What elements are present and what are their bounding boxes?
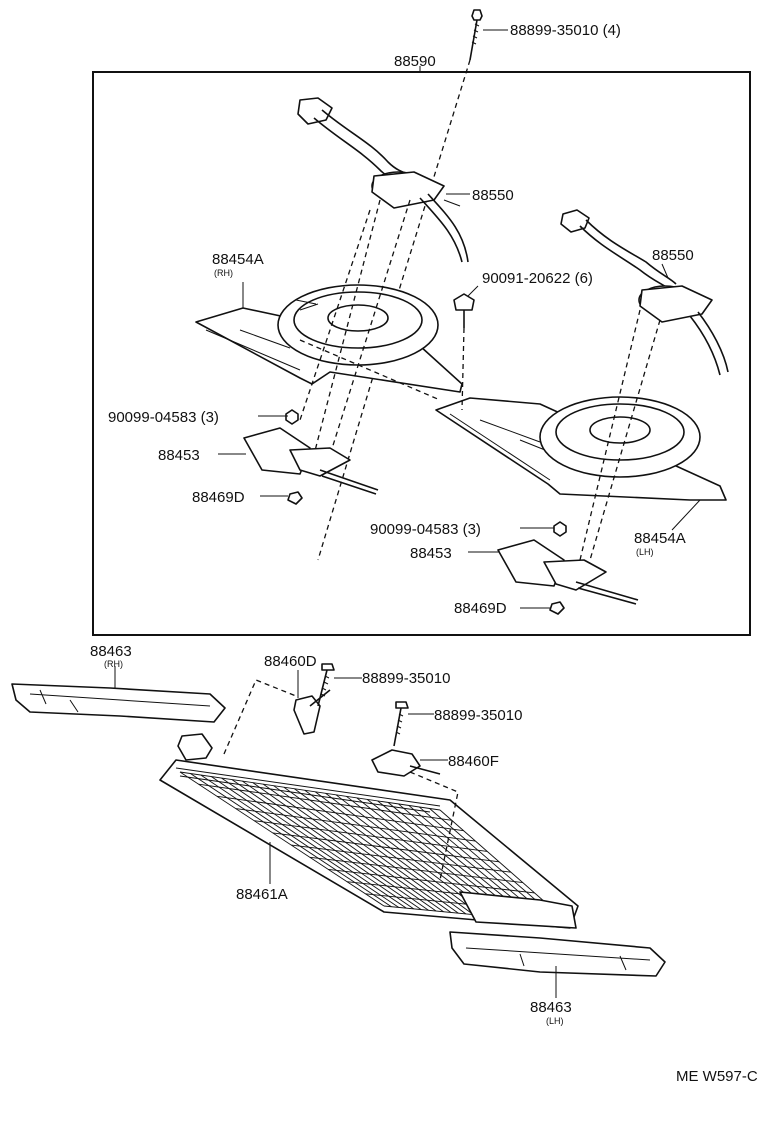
label-clip-rh: 88469D [192, 489, 245, 506]
evaporator-fin-cross [254, 820, 488, 852]
label-case-lh-sub: (LH) [636, 547, 654, 557]
blower-case-lh-part [435, 396, 727, 501]
guide-line-motor-rh-c [299, 209, 371, 421]
guide-line-motor-lh-b [589, 319, 661, 561]
label-case-rh: 88454A [212, 251, 264, 268]
bracket-lh-part [449, 931, 666, 977]
bolt-top-part [469, 9, 483, 61]
label-bolt-f: 88899-35010 [434, 707, 522, 724]
evaporator-fin-cross [235, 808, 476, 842]
clip-rh-part [287, 491, 303, 505]
evaporator-fin [231, 779, 422, 910]
assembly-frame [92, 71, 751, 636]
evaporator-fin [262, 783, 444, 913]
evaporator-fin [179, 771, 385, 907]
fan-rh-part [243, 427, 379, 495]
evaporator-fin [190, 773, 392, 908]
evaporator-fin [294, 788, 467, 915]
evaporator-fin [304, 789, 474, 916]
label-fan-lh: 88453 [410, 545, 452, 562]
bolt-f-part [393, 701, 409, 747]
evaporator-part [159, 733, 579, 929]
fan-lh-part [497, 539, 639, 605]
sensor-f-part [371, 749, 441, 777]
blower-case-rh-part [195, 284, 463, 393]
guide-line-motor-lh-a [579, 309, 641, 561]
guide-line-evap-right [409, 771, 459, 881]
evaporator-fin-cross [291, 844, 511, 873]
label-bracket-lh: 88463 [530, 999, 572, 1016]
label-sensor-d: 88460D [264, 653, 317, 670]
label-bolt-d: 88899-35010 [362, 670, 450, 687]
label-motor-rh: 88550 [472, 187, 514, 204]
evaporator-fin [200, 774, 400, 908]
label-case-lh: 88454A [634, 530, 686, 547]
screw3-rh-part [285, 409, 299, 425]
evaporator-fin-cross [309, 856, 523, 883]
motor-rh-part [297, 97, 469, 263]
evaporator-fin [210, 776, 407, 909]
evaporator-fin-cross [328, 869, 535, 894]
evaporator-fin-cross [272, 832, 500, 863]
label-bracket-lh-sub: (LH) [546, 1016, 564, 1026]
bracket-rh-part [11, 683, 226, 723]
clip-lh-part [549, 601, 565, 615]
guide-line-cases [299, 339, 441, 401]
label-evaporator: 88461A [236, 886, 288, 903]
evaporator-fin-cross [217, 795, 464, 832]
label-figure-code: ME W597-C [676, 1068, 758, 1085]
evaporator-fin [221, 777, 415, 910]
screw-6-part [453, 293, 475, 328]
evaporator-fin [252, 782, 437, 912]
label-bracket-rh-sub: (RH) [104, 659, 123, 669]
bolt-d-part [317, 663, 335, 707]
screw3-lh-part [553, 521, 567, 537]
label-screw3-lh: 90099-04583 (3) [370, 521, 481, 538]
label-screw-6: 90091-20622 (6) [482, 270, 593, 287]
evaporator-fin [273, 785, 452, 913]
guide-line-screw [461, 327, 465, 411]
label-bolt-top: 88899-35010 (4) [510, 22, 621, 39]
label-screw3-rh: 90099-04583 (3) [108, 409, 219, 426]
label-sensor-f: 88460F [448, 753, 499, 770]
label-motor-lh: 88550 [652, 247, 694, 264]
evaporator-fin [283, 786, 459, 914]
label-clip-lh: 88469D [454, 600, 507, 617]
guide-line-motor-rh-a [309, 199, 381, 471]
evaporator-fin [314, 791, 481, 916]
sensor-d-part [293, 689, 331, 735]
motor-lh-part [560, 209, 729, 376]
evaporator-fin [242, 780, 429, 911]
label-assembly: 88590 [394, 53, 436, 70]
label-fan-rh: 88453 [158, 447, 200, 464]
label-case-rh-sub: (RH) [214, 268, 233, 278]
evaporator-fin-cross [198, 783, 452, 821]
label-bracket-rh: 88463 [90, 643, 132, 660]
guide-line-evap-left [223, 679, 297, 755]
evaporator-fin-cross [179, 771, 441, 811]
